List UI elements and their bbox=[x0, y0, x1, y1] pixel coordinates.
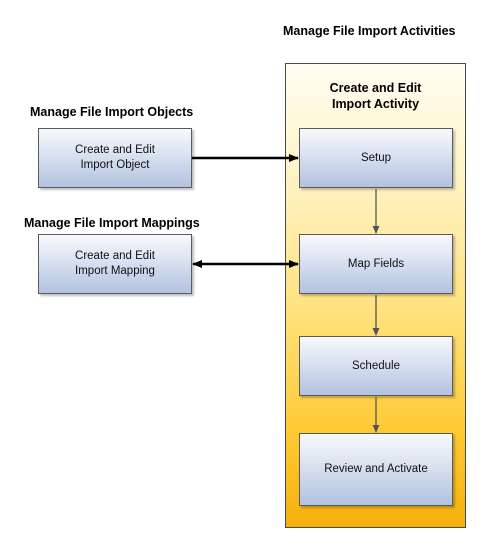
setup-label: Setup bbox=[360, 151, 392, 164]
panel-title-line2: Import Activity bbox=[331, 97, 420, 111]
review-activate-label: Review and Activate bbox=[324, 463, 428, 475]
mapping-box-line1: Create and Edit bbox=[75, 250, 155, 262]
map-fields-label: Map Fields bbox=[347, 257, 405, 270]
activities-heading: Manage File Import Activities bbox=[283, 24, 456, 38]
create-edit-import-object-box: Create and Edit Import Object bbox=[38, 128, 192, 188]
mappings-heading: Manage File Import Mappings bbox=[24, 216, 200, 230]
review-activate-step-box: Review and Activate bbox=[299, 433, 453, 506]
create-edit-import-mapping-box: Create and Edit Import Mapping bbox=[38, 234, 192, 294]
map-fields-step-box: Map Fields bbox=[299, 234, 453, 294]
schedule-label: Schedule bbox=[352, 359, 400, 372]
schedule-step-box: Schedule bbox=[299, 336, 453, 396]
object-box-line2: Import Object bbox=[80, 159, 150, 171]
setup-step-box: Setup bbox=[299, 128, 453, 188]
panel-title: Create and Edit Import Activity bbox=[285, 80, 466, 112]
mapping-box-line2: Import Mapping bbox=[75, 265, 155, 277]
panel-title-line1: Create and Edit bbox=[329, 81, 422, 95]
objects-heading: Manage File Import Objects bbox=[30, 105, 194, 119]
object-box-line1: Create and Edit bbox=[75, 144, 155, 156]
